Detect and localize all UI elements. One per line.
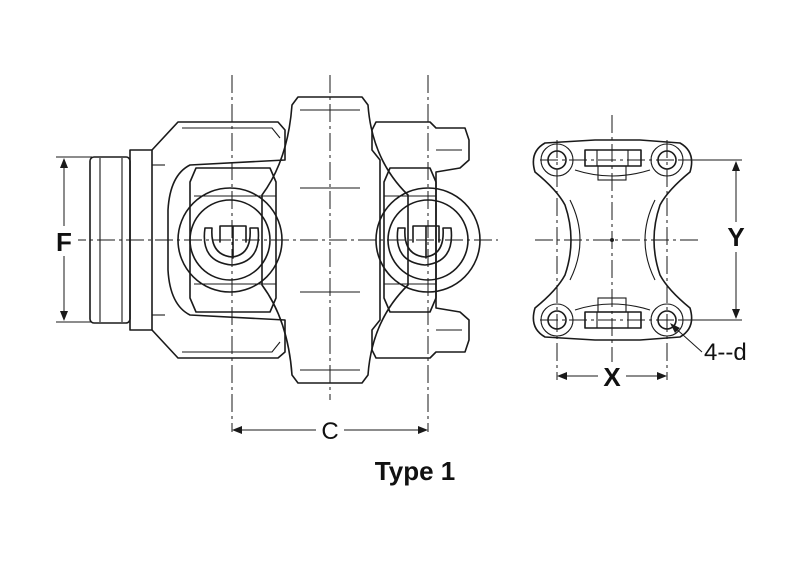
- dimension-label-f: F: [56, 227, 72, 257]
- diagram-caption: Type 1: [375, 456, 455, 486]
- end-center-lines: [535, 115, 700, 380]
- end-flange-outline: [532, 139, 693, 341]
- flange-hub: [89, 149, 165, 331]
- dimension-c: C: [232, 416, 428, 445]
- dimension-y: Y: [680, 159, 750, 321]
- bottom-keyway: [584, 297, 642, 329]
- dimension-label-y: Y: [727, 222, 744, 252]
- dimension-label-x: X: [603, 362, 621, 392]
- right-yoke: [371, 121, 470, 359]
- dimension-x: X: [557, 362, 667, 392]
- dimension-label-c: C: [321, 418, 338, 445]
- side-view: F C: [50, 75, 498, 445]
- hole-callout-label: 4--d: [704, 339, 747, 366]
- side-center-lines: [68, 75, 498, 432]
- hole-callout: 4--d: [670, 323, 747, 366]
- end-view: Y X 4--d: [532, 115, 750, 392]
- dimension-f: F: [50, 156, 92, 323]
